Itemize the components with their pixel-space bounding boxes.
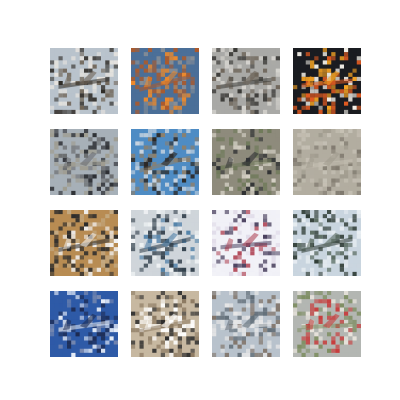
biplane-sample-image xyxy=(212,210,280,276)
image-grid xyxy=(50,48,361,357)
airplane-silhouette xyxy=(58,151,110,169)
grid-tile xyxy=(131,48,199,114)
grid-tile xyxy=(293,48,361,114)
airplane-silhouette xyxy=(301,313,353,331)
airplane-closeup-sample-image xyxy=(131,129,199,195)
grid-tile xyxy=(50,129,118,195)
airplane-sky-sample-image xyxy=(50,129,118,195)
airport-gates-sample-image xyxy=(212,291,280,357)
grid-tile xyxy=(293,210,361,276)
grid-tile xyxy=(50,291,118,357)
grid-tile xyxy=(293,129,361,195)
jet-fighter-sample-image xyxy=(50,291,118,357)
airplane-fire-dark-sample-image xyxy=(293,48,361,114)
airplane-silhouette xyxy=(301,70,353,88)
airplane-silhouette xyxy=(58,70,110,89)
grid-tile xyxy=(212,129,280,195)
airplane-grass-sample-image xyxy=(212,129,280,195)
airplane-silhouette xyxy=(139,151,191,173)
airliner-tarmac-sample-image xyxy=(131,291,199,357)
airplane-haze-sample-image xyxy=(293,129,361,195)
red-plane-field-sample-image xyxy=(293,291,361,357)
grid-tile xyxy=(212,210,280,276)
airplane-on-field-sample-image xyxy=(50,210,118,276)
airplane-silhouette xyxy=(58,232,110,252)
grid-tile xyxy=(131,210,199,276)
grid-tile xyxy=(212,291,280,357)
airplane-runway-sample-image xyxy=(212,48,280,114)
grid-tile xyxy=(293,291,361,357)
blurry-airplane-sample-image xyxy=(50,48,118,114)
airplane-silhouette xyxy=(58,313,110,332)
airplane-silhouette xyxy=(139,313,191,334)
prop-plane-sample-image xyxy=(293,210,361,276)
grid-tile xyxy=(212,48,280,114)
airplane-silhouette xyxy=(139,70,191,92)
airplane-interior-sample-image xyxy=(131,210,199,276)
airplane-silhouette xyxy=(301,151,353,170)
grid-tile xyxy=(50,48,118,114)
airplane-silhouette xyxy=(220,232,272,250)
airplane-silhouette xyxy=(139,232,191,254)
airplane-silhouette xyxy=(220,313,272,331)
grid-tile xyxy=(50,210,118,276)
grid-tile xyxy=(131,291,199,357)
airplane-silhouette xyxy=(220,70,272,89)
grid-tile xyxy=(131,129,199,195)
airplane-fire-sample-image xyxy=(131,48,199,114)
airplane-silhouette xyxy=(301,232,353,254)
airplane-silhouette xyxy=(220,151,272,170)
